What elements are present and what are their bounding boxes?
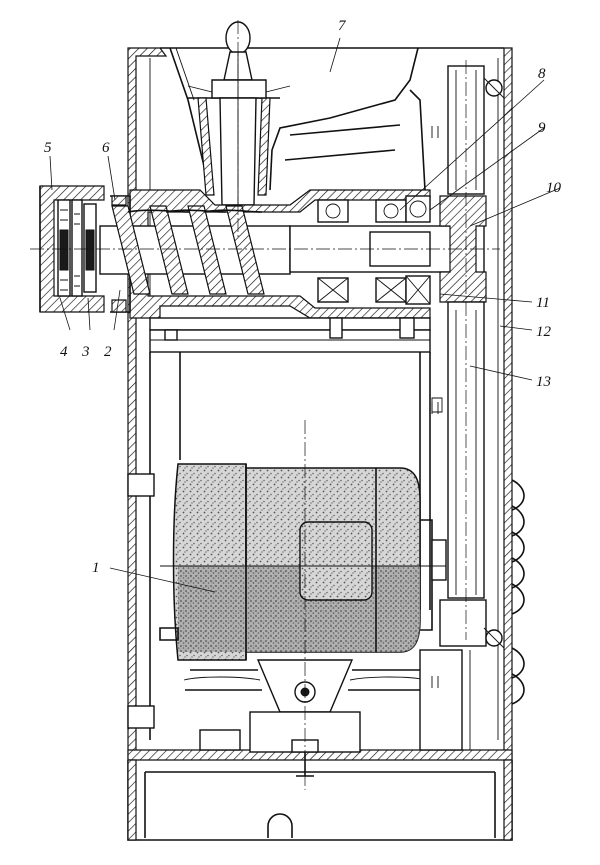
label-5: 5 <box>44 140 52 156</box>
label-7: 7 <box>338 18 347 34</box>
label-12: 12 <box>536 324 552 340</box>
label-8: 8 <box>538 66 546 82</box>
auger-screw <box>99 205 291 295</box>
label-2: 2 <box>104 344 112 360</box>
label-3: 3 <box>81 344 90 360</box>
electric-motor <box>159 463 447 661</box>
part-labels: 1 2 3 4 5 6 7 8 9 10 11 12 13 <box>44 18 562 576</box>
upper-pulley <box>439 195 487 303</box>
hopper-tray <box>169 47 426 196</box>
outer-housing <box>127 47 513 841</box>
bearing-lower <box>317 275 431 305</box>
cut-marks <box>431 126 439 688</box>
label-1: 1 <box>92 560 100 576</box>
label-9: 9 <box>538 120 546 136</box>
grate-and-knife <box>57 199 97 297</box>
main-shaft <box>289 219 485 279</box>
head-mount-bracket <box>149 317 431 353</box>
leader-lines <box>49 37 561 593</box>
label-4: 4 <box>60 344 68 360</box>
center-lines <box>30 20 500 790</box>
label-13: 13 <box>536 374 551 390</box>
interior-frame <box>127 352 443 740</box>
label-11: 11 <box>536 295 550 311</box>
label-6: 6 <box>102 140 110 156</box>
bearing-upper <box>317 195 431 223</box>
cooling-fins <box>483 77 525 705</box>
motor-stand <box>183 649 471 777</box>
label-10: 10 <box>546 180 562 196</box>
